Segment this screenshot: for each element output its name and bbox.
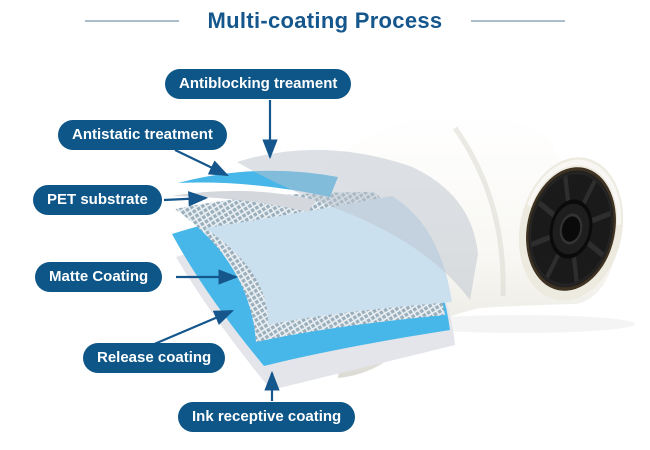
roll-shadow bbox=[405, 315, 635, 333]
label-pet-substrate: PET substrate bbox=[33, 185, 162, 215]
label-ink-receptive-coating: Ink receptive coating bbox=[178, 402, 356, 432]
arrow-antistatic bbox=[174, 149, 229, 176]
label-release-coating: Release coating bbox=[83, 343, 226, 373]
title-divider-left bbox=[85, 20, 179, 22]
label-antiblocking-treatment: Antiblocking treament bbox=[165, 69, 352, 99]
label-antistatic-treatment: Antistatic treatment bbox=[58, 120, 227, 150]
core-hole bbox=[559, 213, 583, 245]
arrow-pet bbox=[163, 191, 209, 207]
roll-end-face bbox=[518, 157, 624, 301]
label-matte-coating: Matte Coating bbox=[35, 262, 163, 292]
title-divider-right bbox=[471, 20, 565, 22]
arrow-release bbox=[151, 309, 235, 347]
layer-antiblocking-top bbox=[237, 149, 478, 300]
page-title: Multi-coating Process bbox=[207, 8, 443, 33]
roll-crease bbox=[452, 126, 506, 297]
